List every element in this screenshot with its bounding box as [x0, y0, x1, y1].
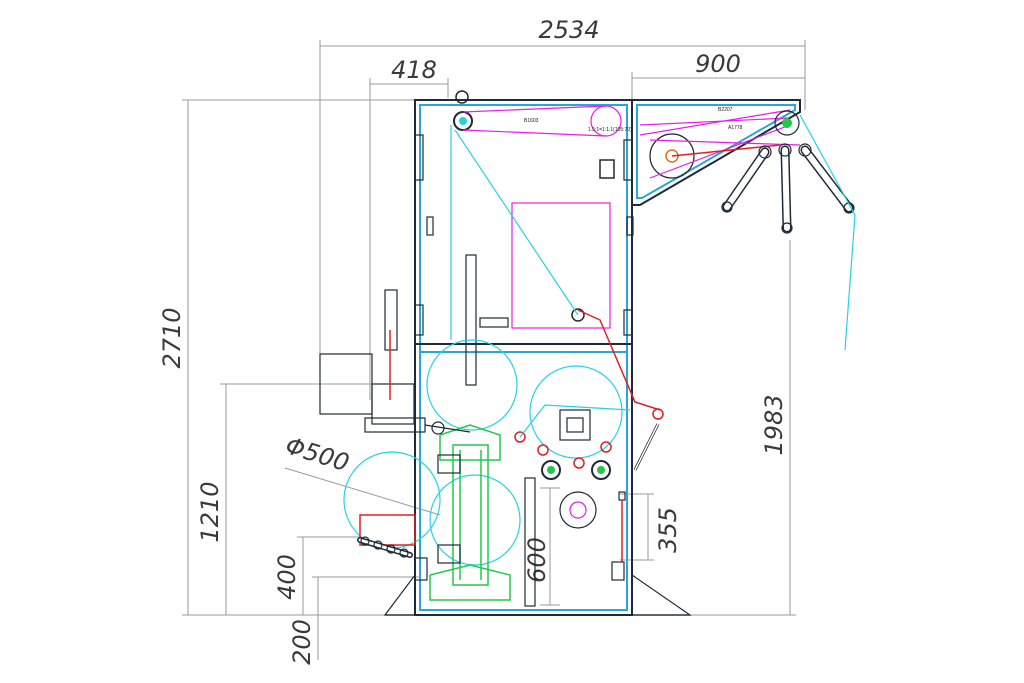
- dim-left-offset: 418: [391, 56, 437, 84]
- dim-400: 400: [273, 554, 301, 600]
- roll-upper-right-icon: [529, 365, 623, 459]
- nip-roller-right-icon: [591, 460, 611, 480]
- right-arm: B2207 A1778: [639, 107, 856, 351]
- label-b1603: B1603: [524, 118, 539, 124]
- dim-right-width: 900: [695, 50, 741, 78]
- label-ratio: 1.5:1=1:1.1(105:70): [588, 127, 632, 133]
- nip-roller-left-icon: [541, 460, 561, 480]
- dim-overall-height: 2710: [158, 307, 186, 368]
- large-pulley-icon: [649, 133, 695, 179]
- label-a1778: A1778: [728, 125, 743, 131]
- vertical-post: [465, 254, 477, 386]
- dim-overall-width: 2534: [538, 16, 599, 44]
- dimension-lines: [182, 40, 806, 660]
- left-unit: [319, 289, 426, 433]
- label-b2207: B2207: [718, 107, 733, 113]
- dim-200: 200: [288, 619, 316, 665]
- motor-box-icon: [599, 159, 615, 179]
- guide-roller-icon: [571, 308, 585, 322]
- roll-lower-left-icon: [429, 474, 521, 566]
- dim-left-height: 1210: [196, 481, 224, 542]
- idler-roller-icon: [455, 90, 469, 104]
- upper-section: B1603 1.5:1=1:1.1(105:70): [414, 90, 661, 411]
- main-frame: [383, 99, 801, 616]
- roll-upper-left-icon: [426, 339, 518, 431]
- arm-hub-icon: [774, 110, 800, 136]
- dim-right-height: 1983: [760, 394, 788, 455]
- lower-pulley-icon: [559, 491, 597, 529]
- lower-section: [343, 339, 664, 607]
- dim-355: 355: [654, 507, 682, 553]
- dim-600: 600: [523, 537, 551, 583]
- top-roller-hub-icon: [459, 117, 467, 125]
- terminal-block-icon: [479, 317, 509, 328]
